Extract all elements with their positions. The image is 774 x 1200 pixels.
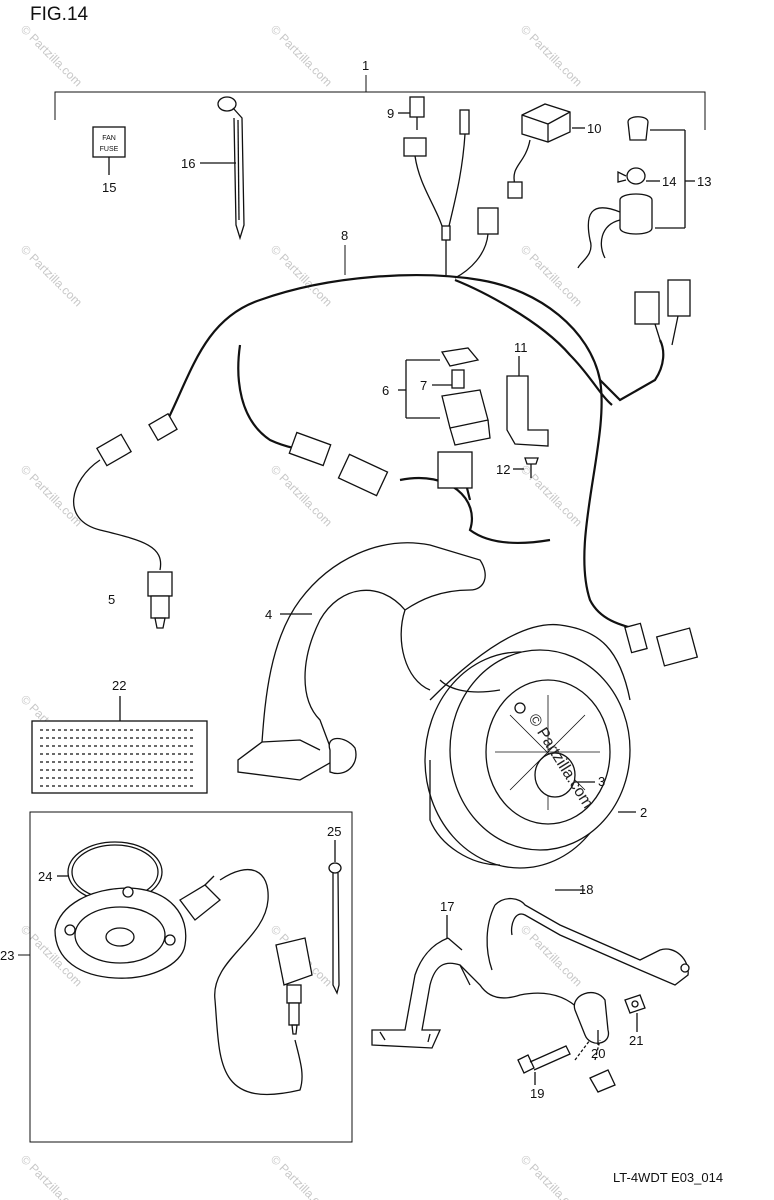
watermark: © Partzilla.com xyxy=(518,1152,585,1200)
callout-9: 9 xyxy=(387,106,394,121)
part-4-fan-shroud xyxy=(237,542,486,781)
callout-19: 19 xyxy=(530,1086,544,1101)
callout-14: 14 xyxy=(662,174,676,189)
callout-18: 18 xyxy=(579,882,593,897)
watermark: © Partzilla.com xyxy=(518,22,585,89)
part-2-fan-assembly xyxy=(424,623,636,869)
part-21-nut xyxy=(624,994,646,1032)
part-22-warning-label xyxy=(31,696,208,794)
watermark: © Partzilla.com xyxy=(268,462,335,529)
part-10-relay xyxy=(507,103,585,199)
callout-7: 7 xyxy=(420,378,427,393)
watermark: © Partzilla.com xyxy=(18,462,85,529)
part-19-bolt xyxy=(517,1045,571,1085)
callout-13: 13 xyxy=(697,174,711,189)
figure-title: FIG.14 xyxy=(30,4,89,25)
callout-22: 22 xyxy=(112,678,126,693)
part-23-thermo-switch xyxy=(54,869,313,1096)
figure-code: LT-4WDT E03_014 xyxy=(613,1170,724,1185)
callout-21: 21 xyxy=(629,1033,643,1048)
callout-15: 15 xyxy=(102,180,116,195)
watermark: © Partzilla.com xyxy=(518,922,585,989)
watermark: © Partzilla.com xyxy=(268,22,335,89)
watermark: © Partzilla.com xyxy=(518,462,585,529)
part-13-14-socket-bulb xyxy=(577,116,695,269)
callout-24: 24 xyxy=(38,869,52,884)
callout-labels: 1 2 3 4 5 6 7 8 9 10 11 12 13 14 15 16 1… xyxy=(0,58,711,1101)
callout-5: 5 xyxy=(108,592,115,607)
watermark: © Partzilla.com xyxy=(268,242,335,309)
callout-25: 25 xyxy=(327,824,341,839)
kit-bracket xyxy=(54,75,706,130)
watermark: © Partzilla.com xyxy=(18,22,85,89)
watermark: © Partzilla.com xyxy=(18,242,85,309)
harness-connectors-left xyxy=(95,412,699,667)
callout-20: 20 xyxy=(591,1046,605,1061)
part-9-connector xyxy=(398,96,499,279)
watermark: © Partzilla.com xyxy=(268,1152,335,1200)
label-card-line2: FUSE xyxy=(100,146,119,153)
callout-3: 3 xyxy=(598,774,605,789)
part-8-main-harness xyxy=(159,245,665,632)
part-11-bracket xyxy=(506,356,549,447)
part-23-group-box xyxy=(18,811,353,1143)
callout-1: 1 xyxy=(362,58,369,73)
callout-10: 10 xyxy=(587,121,601,136)
watermark: © Partzilla.com xyxy=(518,242,585,309)
callout-23: 23 xyxy=(0,948,14,963)
callout-16: 16 xyxy=(181,156,195,171)
callout-2: 2 xyxy=(640,805,647,820)
label-card-line1: FAN xyxy=(102,135,116,142)
callout-11: 11 xyxy=(514,340,528,355)
part-25-cable-tie xyxy=(328,840,342,995)
part-17-bracket xyxy=(371,915,596,1049)
callout-6: 6 xyxy=(382,383,389,398)
part-18-bracket xyxy=(486,889,690,986)
watermark: © Partzilla.com xyxy=(18,1152,85,1200)
part-6-7-relay xyxy=(398,347,491,489)
harness-connectors-right xyxy=(634,279,691,346)
part-20-collar xyxy=(573,991,616,1093)
callout-4: 4 xyxy=(265,607,272,622)
callout-12: 12 xyxy=(496,462,510,477)
callout-17: 17 xyxy=(440,899,454,914)
callout-8: 8 xyxy=(341,228,348,243)
part-16-cable-tie xyxy=(200,96,245,241)
part-5-thermo-sensor xyxy=(72,459,173,629)
part-15-label-card: FAN FUSE xyxy=(92,126,126,175)
part-12-screw xyxy=(513,457,539,478)
